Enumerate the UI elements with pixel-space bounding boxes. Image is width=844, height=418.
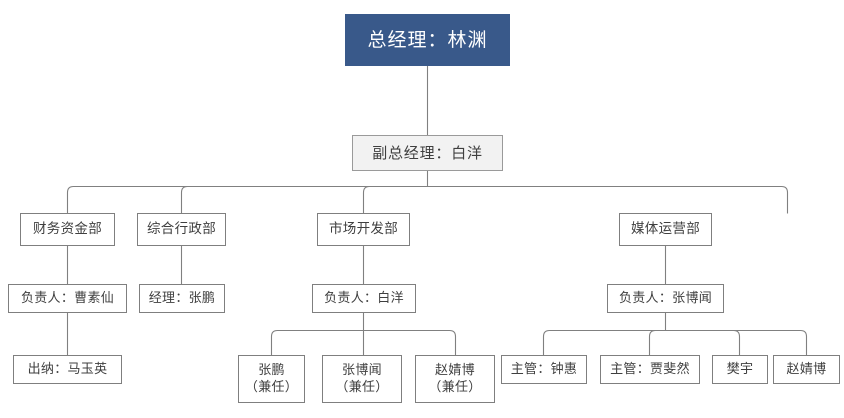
node-dept-market[interactable]: 市场开发部 [317,213,410,246]
node-media-member-1-label: 主管：钟惠 [510,362,578,377]
connector-media-m3-drop [733,329,741,356]
node-media-member-2-label: 主管：贾斐然 [610,362,690,377]
node-deputy-general-manager[interactable]: 副总经理：白洋 [352,135,503,171]
node-finance-cashier-label: 出纳：马玉英 [27,362,108,377]
node-general-manager[interactable]: 总经理：林渊 [345,14,510,66]
node-market-member-2-note: （兼任） [335,380,389,395]
node-market-member-3-note: （兼任） [428,380,482,395]
node-dept-admin-label: 综合行政部 [147,221,216,237]
node-dept-market-label: 市场开发部 [329,221,398,237]
connector-media-bus [542,329,808,356]
node-admin-head[interactable]: 经理：张鹏 [139,284,225,313]
node-dept-admin[interactable]: 综合行政部 [137,213,226,246]
node-market-member-2[interactable]: 张博闻 （兼任） [322,355,402,403]
connector-dept-admin-drop [180,185,188,214]
node-media-head[interactable]: 负责人：张博闻 [607,284,724,313]
node-market-member-3[interactable]: 赵婧博 （兼任） [415,355,495,403]
node-media-member-2[interactable]: 主管：贾斐然 [600,355,700,384]
node-general-manager-label: 总经理：林渊 [367,29,488,51]
node-dept-media[interactable]: 媒体运营部 [619,213,712,246]
node-market-head[interactable]: 负责人：白洋 [312,284,416,313]
connector-media-m2-drop [648,329,656,356]
node-finance-head-label: 负责人：曹素仙 [20,291,115,306]
node-market-member-1[interactable]: 张鹏 （兼任） [238,355,305,403]
node-media-member-3-label: 樊宇 [726,362,754,377]
node-market-member-3-name: 赵婧博 [435,363,475,378]
node-dept-finance[interactable]: 财务资金部 [20,213,115,246]
node-finance-head[interactable]: 负责人：曹素仙 [8,284,127,313]
node-media-member-4-label: 赵婧博 [786,362,827,377]
node-market-member-1-name: 张鹏 [258,363,285,378]
node-market-member-2-name: 张博闻 [342,363,382,378]
node-finance-cashier[interactable]: 出纳：马玉英 [13,355,122,384]
node-media-member-1[interactable]: 主管：钟惠 [501,355,587,384]
node-dept-media-label: 媒体运营部 [631,221,700,237]
node-deputy-general-manager-label: 副总经理：白洋 [372,143,483,162]
node-media-member-3[interactable]: 樊宇 [712,355,768,384]
node-admin-head-label: 经理：张鹏 [148,291,216,306]
node-market-member-1-note: （兼任） [244,380,299,395]
node-market-head-label: 负责人：白洋 [324,291,404,306]
connector-dept-market-drop [362,185,370,214]
connector-market-bus [270,329,457,356]
node-media-member-4[interactable]: 赵婧博 [773,355,840,384]
node-media-head-label: 负责人：张博闻 [618,291,713,306]
node-dept-finance-label: 财务资金部 [33,221,102,237]
connector-dept-bus [66,185,789,214]
